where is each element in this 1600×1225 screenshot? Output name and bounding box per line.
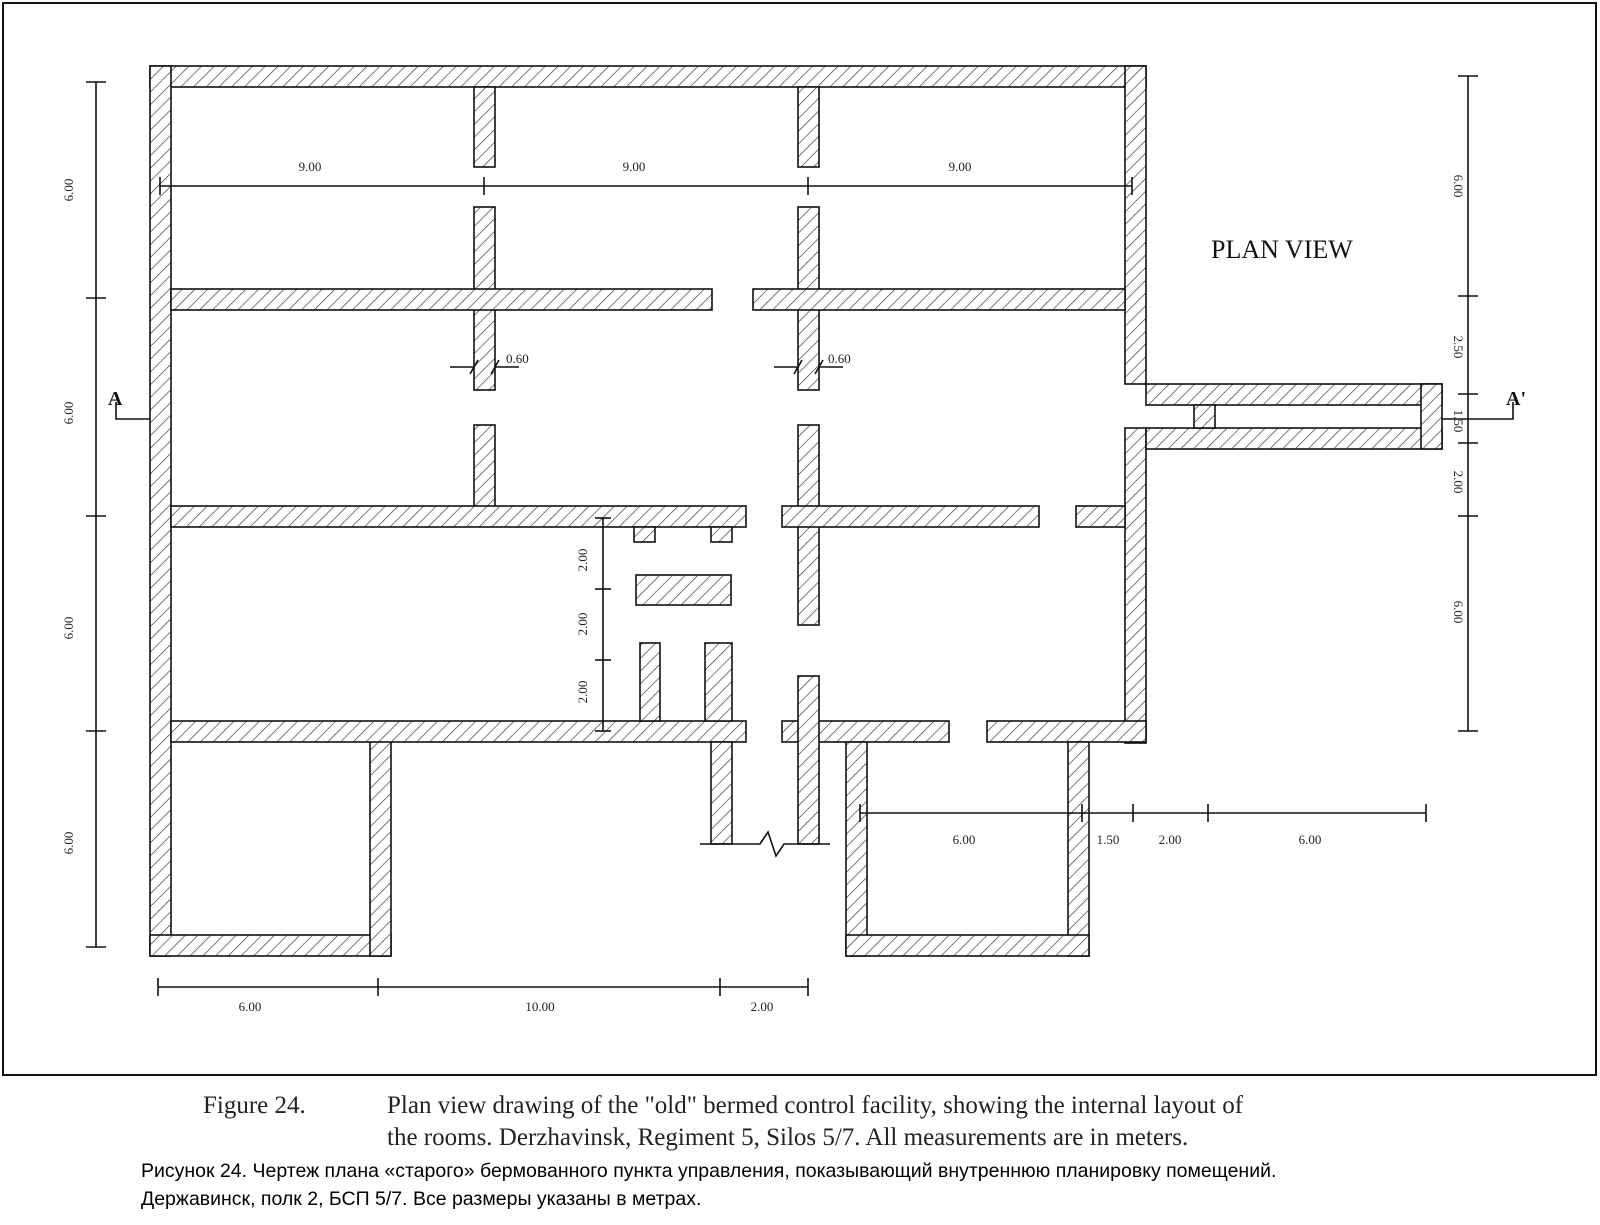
dim-rb-2: 1.50	[1097, 832, 1120, 847]
floor-plan-drawing: 9.00 9.00 9.00 6.00 10.00 2.00 6.00 1.50…	[61, 65, 1526, 1014]
dim-rb-4: 6.00	[1299, 832, 1322, 847]
wall-bottom-left-room	[149, 934, 392, 957]
figure-label: Figure 24.	[203, 1092, 306, 1119]
dimension-labels: 9.00 9.00 9.00 6.00 10.00 2.00 6.00 1.50…	[61, 159, 1466, 1014]
dimension-lines	[86, 75, 1514, 996]
dim-center-2: 2.00	[575, 613, 590, 636]
dim-center-1: 2.00	[575, 549, 590, 572]
wall-left	[149, 65, 172, 957]
dim-top-3: 9.00	[949, 159, 972, 174]
drawing-frame	[2, 2, 1597, 1076]
russian-caption-line-1: Рисунок 24. Чертеж плана «старого» бермо…	[141, 1160, 1277, 1182]
dim-wall-thickness-2: 0.60	[828, 351, 851, 366]
wall-right-upper	[1124, 65, 1147, 385]
dim-right-5: 6.00	[1451, 601, 1466, 624]
dim-bottom-3: 2.00	[751, 999, 774, 1014]
dim-left-4: 6.00	[61, 832, 76, 855]
wall-right-lower	[1124, 427, 1147, 744]
dim-left-1: 6.00	[61, 179, 76, 202]
plan-view-title: PLAN VIEW	[1211, 235, 1353, 264]
section-marker-a-prime: A'	[1506, 388, 1526, 410]
caption-line-2: the rooms. Derzhavinsk, Regiment 5, Silo…	[387, 1124, 1189, 1151]
wall-left-room-right	[369, 739, 392, 957]
dim-right-4: 2.00	[1451, 471, 1466, 494]
dim-top-1: 9.00	[299, 159, 322, 174]
dim-right-2: 2.50	[1451, 336, 1466, 359]
dim-bottom-1: 6.00	[239, 999, 262, 1014]
section-marker-a: A	[108, 388, 123, 410]
dim-rb-3: 2.00	[1159, 832, 1182, 847]
dim-left-3: 6.00	[61, 617, 76, 640]
walls	[149, 65, 1443, 957]
caption-line-1: Plan view drawing of the "old" bermed co…	[387, 1092, 1244, 1119]
dim-left-2: 6.00	[61, 402, 76, 425]
dim-right-3: 1.50	[1451, 410, 1466, 433]
break-line	[700, 830, 830, 858]
dim-center-3: 2.00	[575, 681, 590, 704]
russian-caption: Рисунок 24. Чертеж плана «старого» бермо…	[141, 1157, 1581, 1213]
wall-top	[149, 65, 1147, 88]
dim-wall-thickness-1: 0.60	[506, 351, 529, 366]
dim-bottom-2: 10.00	[525, 999, 554, 1014]
dim-top-2: 9.00	[623, 159, 646, 174]
dim-rb-1: 6.00	[953, 832, 976, 847]
russian-caption-line-2: Державинск, полк 2, БСП 5/7. Все размеры…	[141, 1188, 702, 1210]
dim-right-1: 6.00	[1451, 175, 1466, 198]
